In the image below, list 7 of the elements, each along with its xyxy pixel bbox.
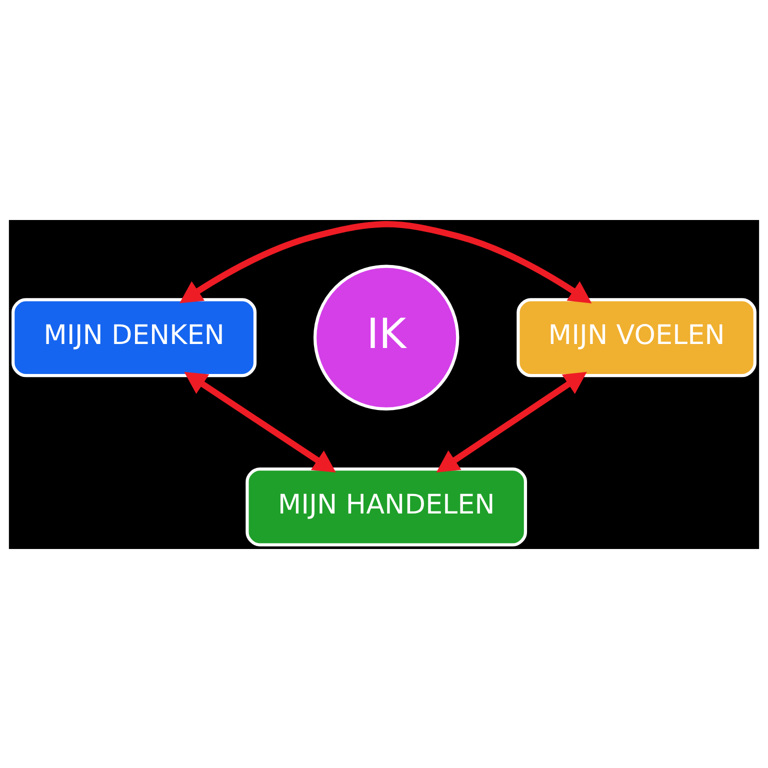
node-box: MIJN DENKEN — [12, 298, 257, 377]
arrow — [180, 220, 592, 303]
node-box: MIJN HANDELEN — [246, 467, 528, 546]
arrow — [184, 371, 336, 472]
node-circle: IK — [313, 264, 460, 410]
arrow — [436, 371, 587, 472]
node-box: MIJN VOELEN — [516, 298, 756, 377]
